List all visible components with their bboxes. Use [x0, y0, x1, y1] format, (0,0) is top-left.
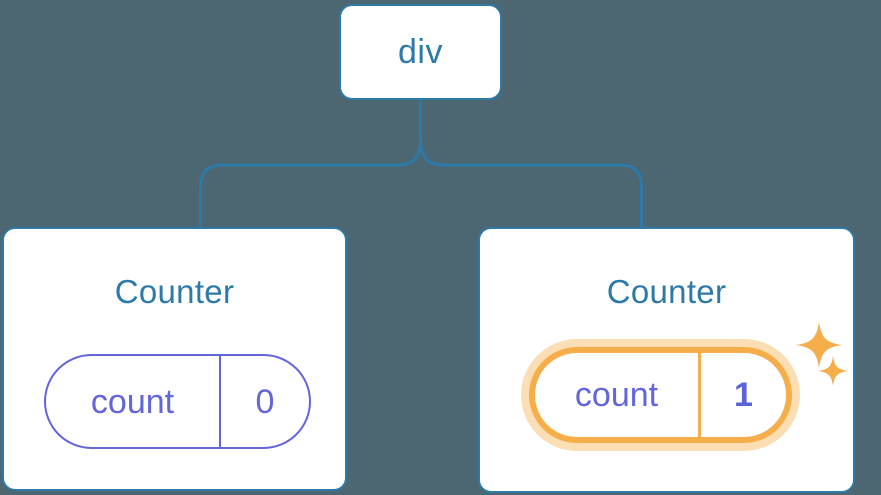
state-key-label: count	[535, 353, 701, 437]
state-pill-count-right[interactable]: count 1	[529, 347, 792, 443]
state-pill-highlight-glow: count 1	[521, 339, 800, 451]
counter-left-title: Counter	[114, 273, 235, 310]
sparkle-icon	[796, 322, 842, 368]
state-value-label: 1	[734, 376, 753, 414]
node-counter-left[interactable]: Counter count 0	[2, 227, 347, 491]
state-key-label: count	[46, 356, 221, 447]
node-div[interactable]: div	[339, 4, 502, 100]
state-pill-count-left[interactable]: count 0	[44, 354, 311, 449]
counter-right-title: Counter	[606, 273, 727, 310]
state-value-label: 0	[255, 382, 275, 421]
sparkle-icon	[818, 356, 848, 386]
node-div-label: div	[398, 33, 443, 71]
node-counter-right[interactable]: Counter count 1	[478, 227, 855, 493]
